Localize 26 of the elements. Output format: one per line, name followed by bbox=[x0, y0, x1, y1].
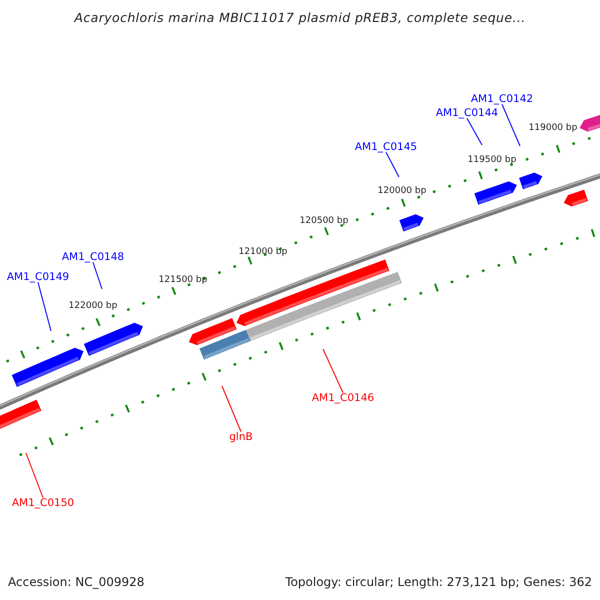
leader-line bbox=[322, 348, 344, 394]
footer-text: Accession: NC_009928 bbox=[8, 576, 144, 588]
scale-label: 121500 bp bbox=[158, 276, 208, 284]
title: Acaryochloris marina MBIC11017 plasmid pREB3, complete seque... bbox=[74, 12, 526, 24]
gene-label: AM1_C0146 bbox=[312, 392, 374, 404]
gene-label: glnB bbox=[229, 432, 253, 442]
leader-line bbox=[26, 452, 44, 498]
leader-line bbox=[502, 104, 520, 146]
gene-label: AM1_C0144 bbox=[436, 108, 498, 118]
gene-label: AM1_C0145 bbox=[354, 142, 418, 152]
gene-label: AM1_C0149 bbox=[6, 272, 70, 282]
leader-line bbox=[386, 152, 400, 178]
gene-label: AM1_C0148 bbox=[62, 252, 124, 262]
scale-label: 119500 bp bbox=[468, 156, 516, 164]
scale-label: 120000 bp bbox=[378, 186, 426, 196]
gene-label: AM1_C0142 bbox=[470, 94, 534, 104]
footer-text: Topology: circular; Length: 273,121 bp; Genes: 362 bbox=[285, 576, 592, 588]
gene-label: AM1_C0150 bbox=[12, 498, 74, 508]
scale-label: 121000 bp bbox=[238, 248, 288, 256]
leader-line bbox=[38, 282, 52, 332]
scale-label: 122000 bp bbox=[68, 302, 118, 310]
scale-label: 119000 bp bbox=[528, 124, 578, 132]
leader-line bbox=[222, 386, 242, 432]
leader-line bbox=[466, 118, 482, 146]
scale-label: 120500 bp bbox=[300, 216, 348, 226]
leader-line bbox=[92, 262, 102, 290]
